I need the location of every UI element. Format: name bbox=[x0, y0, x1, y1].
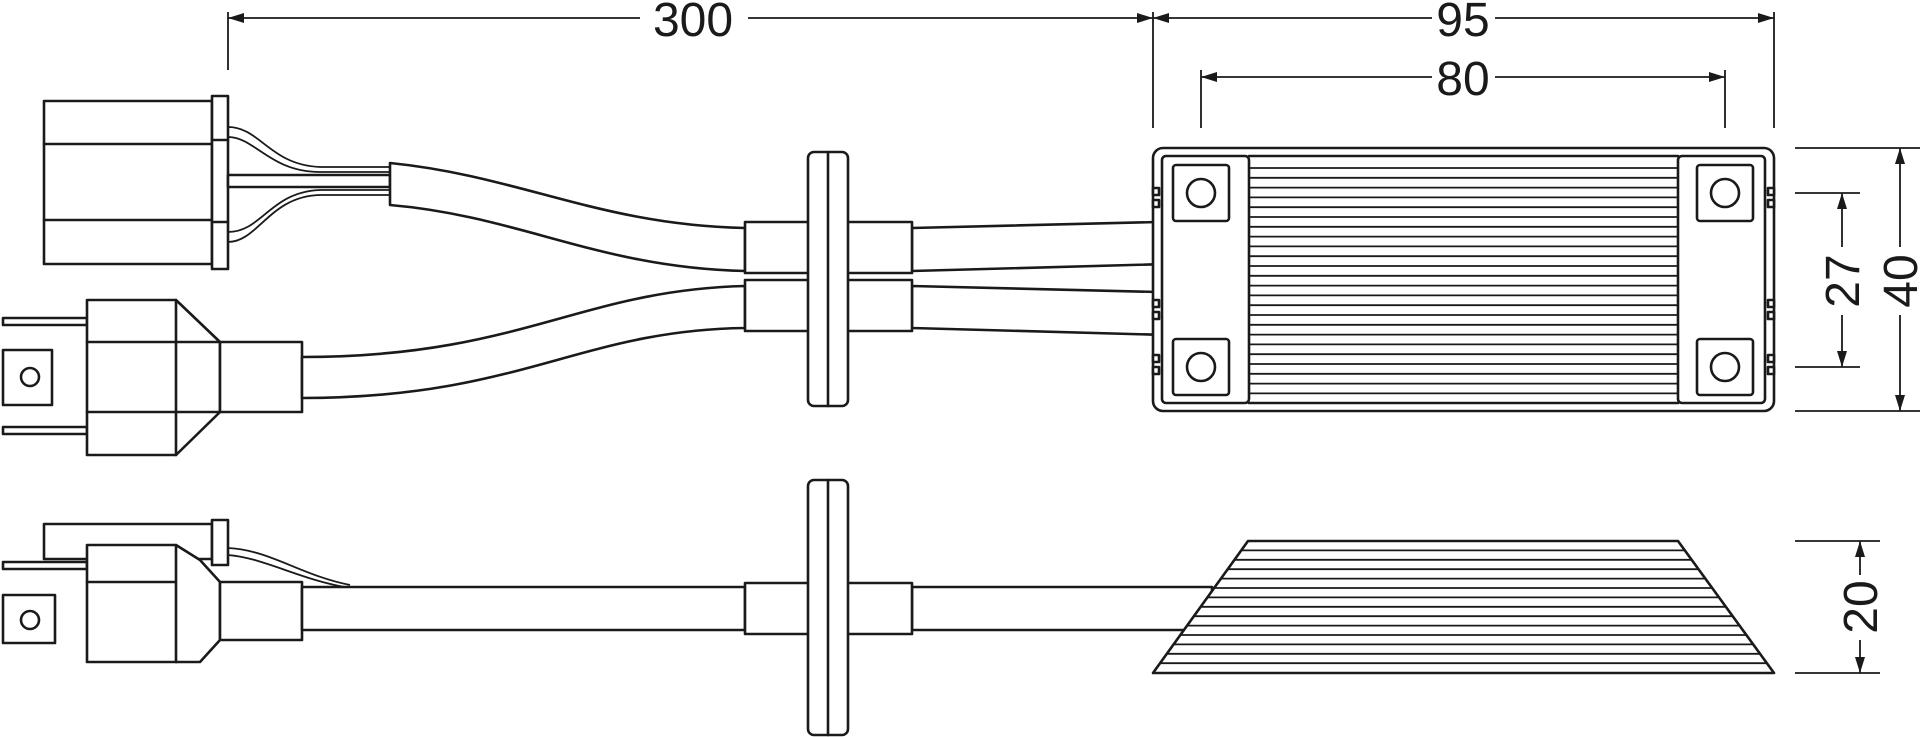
dim-300-label: 300 bbox=[653, 0, 733, 47]
mounting-hole bbox=[1185, 351, 1217, 383]
side-view bbox=[1, 478, 1776, 737]
cooling-fins bbox=[1249, 167, 1678, 395]
notch bbox=[1151, 353, 1161, 364]
mounting-hole bbox=[1185, 177, 1217, 209]
notch bbox=[1151, 310, 1161, 321]
top-view bbox=[1, 94, 1776, 457]
dim-27-label: 27 bbox=[1817, 254, 1870, 307]
mounting-hole bbox=[1709, 351, 1741, 383]
socket-connector bbox=[42, 94, 392, 271]
notch bbox=[1151, 298, 1161, 309]
grommet-side bbox=[743, 478, 914, 737]
edge-notches bbox=[1151, 186, 1776, 376]
mounting-hole bbox=[1709, 177, 1741, 209]
dim-95-label: 95 bbox=[1436, 0, 1489, 47]
notch bbox=[1766, 186, 1776, 197]
side-fins bbox=[1160, 549, 1767, 665]
dim-80-label: 80 bbox=[1436, 53, 1489, 106]
notch bbox=[1151, 365, 1161, 376]
notch bbox=[1766, 353, 1776, 364]
notch bbox=[1766, 198, 1776, 209]
grommet-top bbox=[743, 150, 914, 408]
dim-40-label: 40 bbox=[1875, 254, 1920, 307]
notch bbox=[1766, 298, 1776, 309]
side-plug bbox=[1, 518, 351, 664]
notch bbox=[1766, 365, 1776, 376]
dimension-lines: 300 95 80 40 27 20 bbox=[227, 0, 1920, 674]
resistor-box-side bbox=[1151, 539, 1776, 675]
notch bbox=[1151, 198, 1161, 209]
plug-connector bbox=[1, 298, 304, 457]
notch bbox=[1766, 310, 1776, 321]
side-cable bbox=[300, 585, 1214, 632]
dim-20-label: 20 bbox=[1835, 580, 1888, 633]
notch bbox=[1151, 186, 1161, 197]
resistor-box-top bbox=[1151, 146, 1776, 413]
